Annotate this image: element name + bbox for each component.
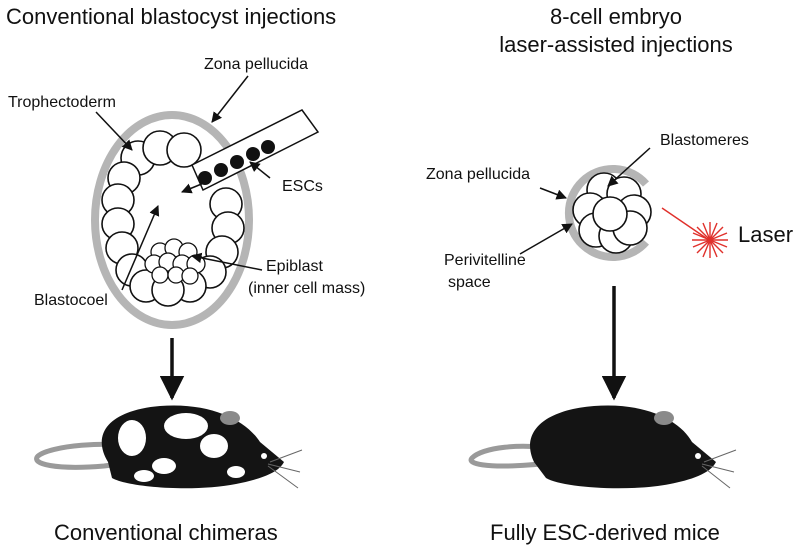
left-heading: Conventional blastocyst injections [6,4,337,29]
right-heading-line-2: laser-assisted injections [499,32,733,57]
injection-pipette [191,109,320,192]
esc-derived-mouse [468,405,737,489]
blastomere-cells [572,172,652,254]
left-pointer-arrows [95,75,271,291]
label-zona-pellucida-left: Zona pellucida [204,56,309,73]
blastocyst [91,109,320,329]
label-trophectoderm: Trophectoderm [8,94,116,111]
label-inner-cell-mass: (inner cell mass) [248,280,366,297]
epiblast-cells [144,238,206,285]
caption-conventional-chimeras: Conventional chimeras [54,520,278,545]
zona-pellucida-ring [91,111,253,329]
label-epiblast: Epiblast [266,258,323,275]
label-blastocoel: Blastocoel [34,292,108,309]
chimera-mouse [34,405,303,489]
label-escs: ESCs [282,178,323,195]
zona-pellucida-ring-open [564,165,650,261]
label-laser: Laser [738,222,794,247]
label-blastomeres: Blastomeres [660,132,749,149]
chimera-white-patches [118,413,245,482]
right-pointer-arrows [519,147,651,255]
label-zona-pellucida-right: Zona pellucida [426,166,531,183]
caption-fully-esc-derived-mice: Fully ESC-derived mice [490,520,720,545]
laser-beam [661,207,728,258]
label-space: space [448,274,491,291]
eight-cell-embryo [564,165,728,261]
escs-cells [198,140,275,185]
label-perivitelline: Perivitelline [444,252,526,269]
right-heading-line-1: 8-cell embryo [549,4,683,29]
